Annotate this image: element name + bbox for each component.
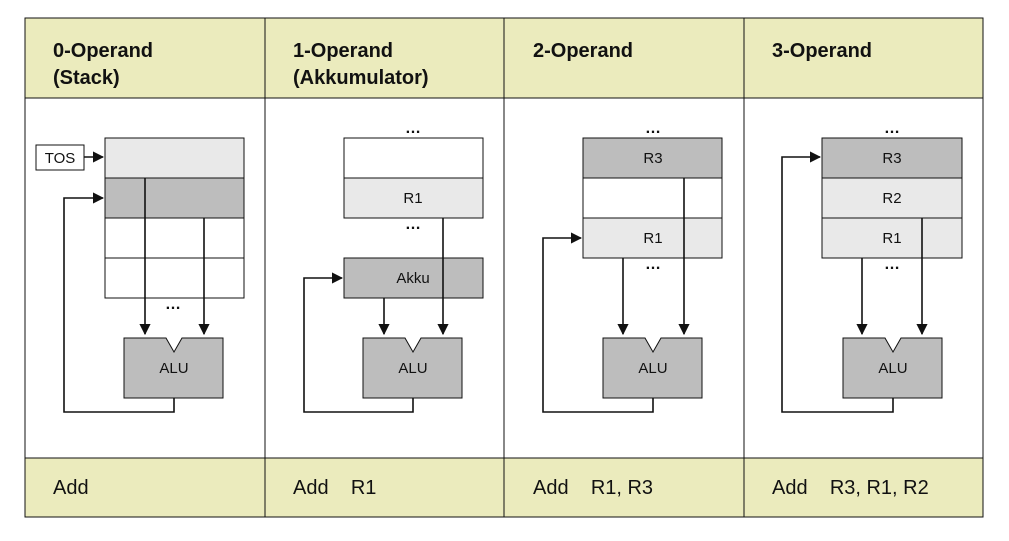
register-r1-label: R1 — [882, 230, 901, 247]
header-col-0-line2: (Stack) — [53, 67, 120, 89]
table-grid — [24, 17, 984, 518]
stack-cell — [104, 257, 245, 299]
alu-label: ALU — [398, 360, 427, 377]
register-cell — [343, 137, 484, 179]
registers-bottom-ellipsis: … — [884, 256, 900, 273]
register-r1-label: R1 — [403, 190, 422, 207]
instruction-col-1: Add R1 — [293, 477, 376, 499]
registers-bottom-ellipsis: … — [645, 256, 661, 273]
accumulator-register — [343, 257, 484, 299]
header-col-2-line1: 2-Operand — [533, 40, 633, 62]
accumulator-diagram: … R1 … Akku ALU — [303, 120, 484, 413]
register-r1 — [821, 217, 963, 259]
stack-cell-second — [104, 177, 245, 219]
alu-shape — [602, 337, 703, 399]
register-r1 — [582, 217, 723, 259]
header-col-1-line2: (Akkumulator) — [293, 67, 429, 89]
registers-top-ellipsis: … — [645, 120, 661, 137]
tos-label-box — [35, 144, 85, 171]
registers-top-ellipsis: … — [884, 120, 900, 137]
register-r3 — [821, 137, 963, 179]
stack-cell-top — [104, 137, 245, 179]
instruction-col-3: Add R3, R1, R2 — [772, 477, 929, 499]
header-col-3-line1: 3-Operand — [772, 40, 872, 62]
alu-shape — [123, 337, 224, 399]
alu-shape — [842, 337, 943, 399]
tos-label: TOS — [45, 150, 76, 167]
alu-label: ALU — [878, 360, 907, 377]
header-col-1-line1: 1-Operand — [293, 40, 393, 62]
registers-top-ellipsis: … — [405, 120, 421, 137]
register-r2 — [821, 177, 963, 219]
header-col-0-line1: 0-Operand — [53, 40, 153, 62]
instruction-col-0: Add — [53, 477, 89, 499]
alu-shape — [362, 337, 463, 399]
register-r3-label: R3 — [643, 150, 662, 167]
register-cell — [582, 177, 723, 219]
stack-ellipsis: … — [165, 296, 181, 313]
three-operand-diagram: … R3 R2 R1 … ALU — [781, 120, 963, 413]
register-r3 — [582, 137, 723, 179]
register-r3-label: R3 — [882, 150, 901, 167]
stack-cell — [104, 217, 245, 259]
register-r1 — [343, 177, 484, 219]
two-operand-diagram: … R3 R1 … ALU — [542, 120, 723, 413]
alu-label: ALU — [638, 360, 667, 377]
stack-diagram: TOS … ALU — [35, 137, 245, 413]
alu-label: ALU — [159, 360, 188, 377]
accumulator-label: Akku — [396, 270, 429, 287]
register-r2-label: R2 — [882, 190, 901, 207]
registers-mid-ellipsis: … — [405, 216, 421, 233]
register-r1-label: R1 — [643, 230, 662, 247]
instruction-col-2: Add R1, R3 — [533, 477, 653, 499]
